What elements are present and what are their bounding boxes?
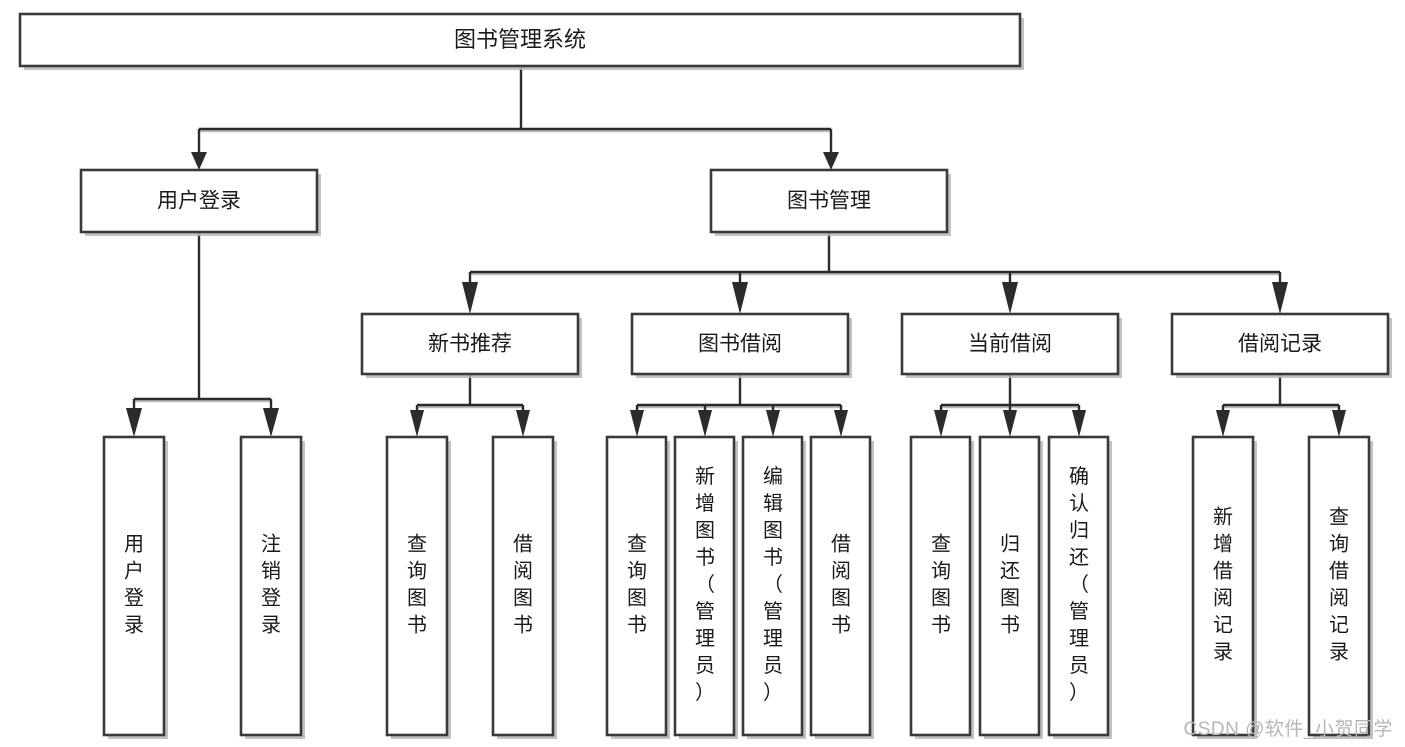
node-leaf-query-book-1-label: 查询图书 (407, 533, 427, 637)
node-user-login[interactable]: 用户登录 (79, 168, 321, 236)
arrow-head-icon (630, 410, 644, 437)
node-new-book-recommend[interactable]: 新书推荐 (360, 312, 582, 378)
node-leaf-query-borrow-rec[interactable]: 查询借阅记录 (1307, 435, 1373, 739)
arrow-head-icon (410, 410, 424, 437)
connector-layer (126, 68, 1346, 437)
node-leaf-query-book-1[interactable]: 查询图书 (385, 435, 451, 739)
node-book-management[interactable]: 图书管理 (709, 168, 951, 236)
node-current-borrow[interactable]: 当前借阅 (900, 312, 1122, 378)
connector-book-borrow-children (630, 375, 848, 437)
node-leaf-return-book[interactable]: 归还图书 (978, 435, 1043, 739)
arrow-head-icon (698, 410, 712, 437)
node-leaf-add-borrow-rec-label: 新增借阅记录 (1213, 506, 1233, 664)
node-leaf-logout-login[interactable]: 注销登录 (239, 435, 305, 739)
node-borrow-record[interactable]: 借阅记录 (1170, 312, 1392, 378)
arrow-head-icon (1003, 410, 1017, 437)
node-root-label: 图书管理系统 (454, 27, 586, 52)
node-leaf-add-borrow-rec[interactable]: 新增借阅记录 (1191, 435, 1257, 739)
connector-current-borrow-children (934, 375, 1086, 437)
arrow-head-icon (732, 282, 748, 314)
node-leaf-query-book-2[interactable]: 查询图书 (605, 435, 670, 739)
node-leaf-query-borrow-rec-label: 查询借阅记录 (1329, 506, 1349, 664)
node-book-borrow[interactable]: 图书借阅 (630, 312, 852, 378)
arrow-head-icon (263, 408, 279, 437)
node-leaf-borrow-book-1-label: 借阅图书 (513, 533, 533, 637)
node-root[interactable]: 图书管理系统 (18, 12, 1024, 70)
connector-root-trunk (191, 68, 839, 170)
arrow-head-icon (823, 152, 839, 170)
connector-new-book-recommend-children (410, 375, 530, 437)
node-leaf-borrow-book-1[interactable]: 借阅图书 (491, 435, 557, 739)
node-leaf-edit-book[interactable]: 编辑图书（管理员） (741, 435, 806, 739)
node-leaf-return-book-label: 归还图书 (1000, 533, 1020, 637)
arrow-head-icon (1002, 282, 1018, 314)
arrow-head-icon (934, 410, 948, 437)
arrow-head-icon (1332, 410, 1346, 437)
arrow-head-icon (766, 410, 780, 437)
arrow-head-icon (191, 152, 207, 170)
connector-book-management-children (462, 233, 1288, 314)
node-leaf-user-login-label: 用户登录 (124, 534, 144, 637)
node-borrow-record-label: 借阅记录 (1238, 333, 1322, 356)
node-leaf-confirm-return[interactable]: 确认归还（管理员） (1047, 435, 1112, 739)
node-leaf-add-book[interactable]: 新增图书（管理员） (673, 435, 738, 739)
arrow-head-icon (462, 282, 478, 314)
node-leaf-logout-login-label: 注销登录 (261, 533, 281, 637)
node-leaf-edit-book-label: 编辑图书（管理员） (763, 465, 783, 704)
csdn-watermark: CSDN @软件_小贺同学 (1183, 719, 1393, 740)
connector-borrow-record-children (1216, 375, 1346, 437)
arrow-head-icon (834, 410, 848, 437)
node-leaf-user-login[interactable]: 用户登录 (102, 435, 168, 739)
node-leaf-borrow-book-2-label: 借阅图书 (831, 533, 851, 637)
arrow-head-icon (516, 410, 530, 437)
arrow-head-icon (1216, 410, 1230, 437)
node-leaf-add-book-label: 新增图书（管理员） (695, 465, 715, 704)
node-leaf-confirm-return-label: 确认归还（管理员） (1069, 465, 1089, 704)
node-leaf-borrow-book-2[interactable]: 借阅图书 (809, 435, 874, 739)
arrow-head-icon (1072, 410, 1086, 437)
node-current-borrow-label: 当前借阅 (968, 333, 1052, 356)
connector-user-login-children (126, 233, 279, 437)
node-book-borrow-label: 图书借阅 (698, 333, 782, 356)
arrow-head-icon (1272, 282, 1288, 314)
node-leaf-query-book-2-label: 查询图书 (627, 533, 647, 637)
node-user-login-label: 用户登录 (157, 190, 241, 213)
arrow-head-icon (126, 408, 142, 437)
node-new-book-recommend-label: 新书推荐 (428, 333, 512, 356)
node-leaf-query-book-3[interactable]: 查询图书 (909, 435, 974, 739)
node-book-management-label: 图书管理 (787, 190, 871, 213)
node-leaf-query-book-3-label: 查询图书 (931, 533, 951, 637)
